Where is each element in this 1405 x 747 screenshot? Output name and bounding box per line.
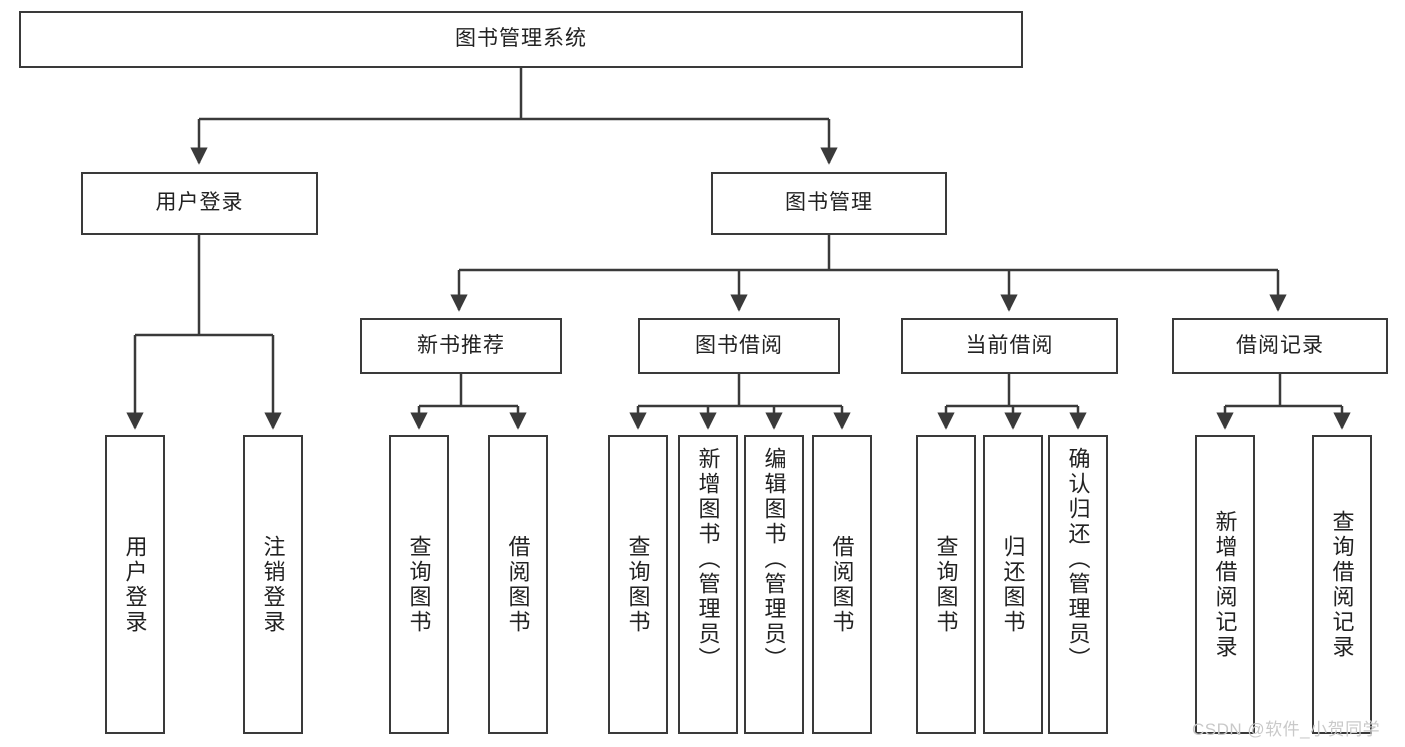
node-borrow-record[interactable]: 借阅记录 (1172, 318, 1388, 374)
leaf-query-borrow-record-label: 查询借阅记录 (1329, 509, 1355, 660)
leaf-borrow-book-label: 借阅图书 (829, 534, 855, 635)
leaf-add-borrow-record-label: 新增借阅记录 (1212, 509, 1238, 660)
leaf-user-login[interactable]: 用户登录 (105, 435, 165, 734)
leaf-borrow-query-book-label: 查询图书 (625, 534, 651, 635)
leaf-query-borrow-record[interactable]: 查询借阅记录 (1312, 435, 1372, 734)
node-root[interactable]: 图书管理系统 (19, 11, 1023, 68)
node-current-borrow[interactable]: 当前借阅 (901, 318, 1118, 374)
leaf-recommend-query-book-label: 查询图书 (406, 534, 432, 635)
leaf-borrow-book[interactable]: 借阅图书 (812, 435, 872, 734)
leaf-recommend-borrow-book[interactable]: 借阅图书 (488, 435, 548, 734)
leaf-edit-book-admin-label: 编辑图书（管理员） (761, 447, 787, 672)
node-book-management-label: 图书管理 (785, 191, 873, 215)
node-new-book-recommend[interactable]: 新书推荐 (360, 318, 562, 374)
node-new-book-recommend-label: 新书推荐 (417, 333, 505, 357)
node-current-borrow-label: 当前借阅 (965, 333, 1054, 357)
node-book-borrow[interactable]: 图书借阅 (638, 318, 840, 374)
leaf-confirm-return-admin-label: 确认归还（管理员） (1065, 447, 1091, 672)
leaf-user-login-label: 用户登录 (122, 534, 148, 635)
leaf-current-query-book[interactable]: 查询图书 (916, 435, 976, 734)
leaf-add-book-admin[interactable]: 新增图书（管理员） (678, 435, 738, 734)
leaf-add-book-admin-label: 新增图书（管理员） (695, 447, 721, 672)
leaf-current-query-book-label: 查询图书 (933, 534, 959, 635)
node-root-label: 图书管理系统 (455, 27, 587, 51)
leaf-edit-book-admin[interactable]: 编辑图书（管理员） (744, 435, 804, 734)
leaf-borrow-query-book[interactable]: 查询图书 (608, 435, 668, 734)
leaf-logout[interactable]: 注销登录 (243, 435, 303, 734)
leaf-recommend-borrow-book-label: 借阅图书 (505, 534, 531, 635)
leaf-return-book-label: 归还图书 (1000, 534, 1026, 635)
node-borrow-record-label: 借阅记录 (1236, 333, 1324, 357)
leaf-recommend-query-book[interactable]: 查询图书 (389, 435, 449, 734)
node-user-login[interactable]: 用户登录 (81, 172, 318, 235)
leaf-return-book[interactable]: 归还图书 (983, 435, 1043, 734)
leaf-add-borrow-record[interactable]: 新增借阅记录 (1195, 435, 1255, 734)
node-book-borrow-label: 图书借阅 (695, 333, 783, 357)
leaf-confirm-return-admin[interactable]: 确认归还（管理员） (1048, 435, 1108, 734)
node-book-management[interactable]: 图书管理 (711, 172, 947, 235)
leaf-logout-label: 注销登录 (260, 534, 286, 635)
node-user-login-label: 用户登录 (155, 191, 244, 215)
